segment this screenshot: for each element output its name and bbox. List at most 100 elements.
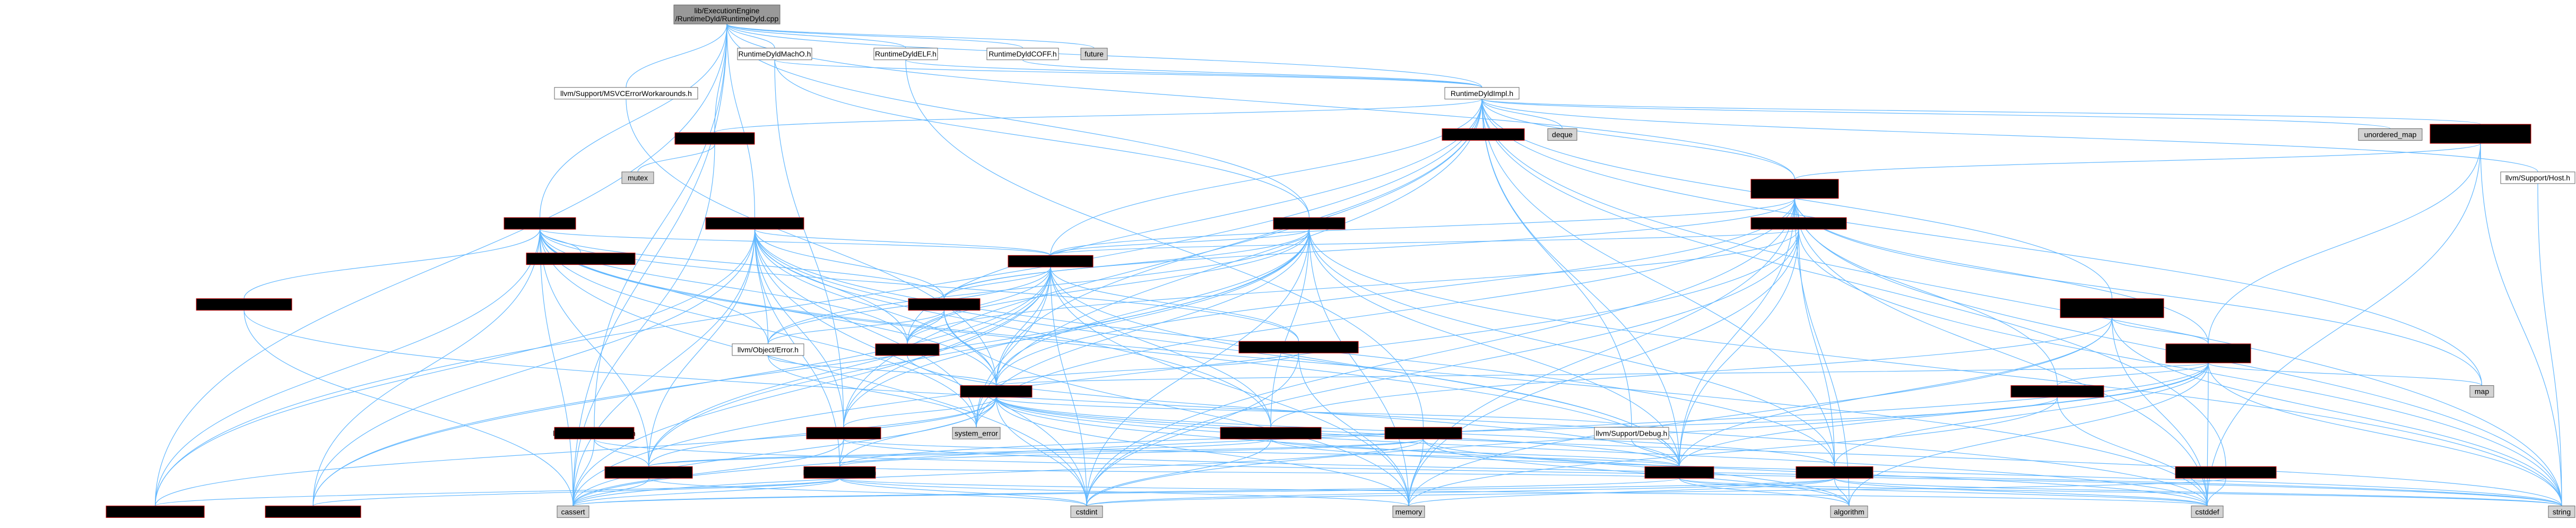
edge-objcoff-to-cstddef (539, 229, 2208, 506)
edge-stringref-to-string (1679, 478, 2562, 506)
node-map[interactable]: map (2469, 385, 2494, 398)
edge-dyldimpl-to-format (843, 99, 1482, 428)
node-triple[interactable]: llvm/ADT/Triple.h (875, 343, 940, 356)
node-densemap[interactable]: llvm/ADT/DenseMap.h (1384, 427, 1462, 439)
node-systemerror[interactable]: system_error (952, 427, 1001, 439)
edge-rtdyldmm-to-rtdyld (1794, 143, 2481, 180)
edge-alignment-to-string (594, 438, 2562, 506)
edge-dicontext-to-string (1798, 229, 2562, 506)
node-mutexstd[interactable]: mutex (621, 171, 654, 184)
node-cassert[interactable]: cassert (557, 505, 589, 518)
edge-error-to-errhandling (154, 397, 997, 506)
node-unorderedmap[interactable]: unordered_map (2358, 128, 2423, 141)
node-binary[interactable]: llvm/Object/Binary.h (908, 298, 981, 311)
node-label: llvm/Support/BinaryByteStream.h (1244, 343, 1353, 351)
node-stringmap[interactable]: llvm/ADT/StringMap.h (1442, 128, 1525, 141)
node-subtarget[interactable]: llvm/MC/SubtargetFeature.h (1220, 427, 1322, 439)
edge-jitsymbol-to-cstddef (2207, 362, 2209, 506)
node-stlextras[interactable]: llvm/ADT/STLExtras.h (803, 466, 877, 479)
node-errhandling[interactable]: llvm/Support/ErrorHandling.h (106, 505, 205, 518)
node-funcextras[interactable]: llvm/ADT/FunctionExtras.h (2010, 385, 2104, 398)
node-iterrange[interactable]: llvm/ADT/iterator_range.h (265, 505, 361, 518)
node-cvdebug[interactable]: llvm/Object/CVDebugRecord.h (526, 253, 636, 265)
edge-dyldmacho-to-dyldimpl (774, 59, 1482, 88)
node-objcoff[interactable]: llvm/Object/COFF.h (504, 217, 576, 230)
edge-jitsymbol-to-map (2208, 362, 2483, 386)
edge-rtdyld-to-map (1794, 198, 2483, 386)
edge-subtarget-to-cstdint (1086, 439, 1271, 506)
edge-dyldimpl-to-map (1481, 99, 2483, 386)
node-cstddef[interactable]: cstddef (2191, 505, 2224, 518)
edge-objfile-to-mathextras (648, 267, 1051, 467)
node-stringref[interactable]: llvm/ADT/StringRef.h (1644, 466, 1714, 479)
edge-jitsymbol-to-algorithm (1849, 362, 2209, 506)
edge-rtdyld-to-algorithm (1794, 198, 1850, 506)
edge-objelf-to-subtarget (754, 229, 1271, 428)
node-rtdyldmm[interactable]: llvm/ExecutionEngine/RTDyldMemoryManager… (2430, 124, 2531, 144)
node-deque[interactable]: deque (1547, 128, 1577, 141)
node-objmacho[interactable]: llvm/Object/MachO.h (1273, 217, 1346, 230)
node-swapbyte[interactable]: llvm/Support/SwapByteOrder.h (2175, 466, 2277, 479)
node-dyldmacho[interactable]: RuntimeDyldMachO.h (737, 48, 812, 60)
node-label: llvm/Support/MathExtras.h (605, 468, 692, 477)
node-jitsymbol[interactable]: llvm/ExecutionEngine/JITSymbol.h (2165, 343, 2251, 363)
node-objfile[interactable]: llvm/Object/ObjectFile.h (1008, 255, 1094, 267)
node-label: /JITSymbol.h (2187, 353, 2230, 361)
edge-dicontext-to-memory (1408, 229, 1799, 506)
node-label: llvm/Support/Format.h (807, 429, 880, 437)
node-label: llvm/Support/Error.h (964, 387, 1029, 396)
node-bincoff[interactable]: llvm/BinaryFormat/COFF.h (196, 298, 292, 311)
node-objerror[interactable]: llvm/Object/Error.h (732, 343, 804, 356)
edge-binary-to-triple (907, 310, 945, 344)
node-binstream[interactable]: llvm/Support/BinaryByteStream.h (1238, 341, 1359, 353)
node-dyldimpl[interactable]: RuntimeDyldImpl.h (1444, 87, 1520, 100)
node-string[interactable]: string (2548, 505, 2575, 518)
node-box (873, 48, 938, 60)
node-label: llvm/Support/Mutex.h (680, 134, 750, 143)
edge-format-to-stlextras (839, 439, 844, 467)
edge-root-to-future (726, 23, 1095, 49)
edge-funcextras-to-memory (1408, 397, 2058, 506)
node-debug[interactable]: llvm/Support/Debug.h (1594, 427, 1669, 439)
node-dyldcoff[interactable]: RuntimeDyldCOFF.h (986, 48, 1059, 60)
node-box (621, 171, 654, 184)
node-box (1238, 341, 1359, 353)
node-msvc[interactable]: llvm/Support/MSVCErrorWorkarounds.h (554, 87, 698, 100)
edge-dyldimpl-to-rtdyldmm (1481, 99, 2481, 125)
node-algorithm[interactable]: algorithm (1830, 505, 1868, 518)
edge-subtarget-to-string (1270, 439, 2562, 506)
edge-rtdyld-to-systemerror (976, 198, 1796, 428)
node-box (1220, 427, 1322, 439)
node-root[interactable]: lib/ExecutionEngine/RuntimeDyld/RuntimeD… (673, 4, 780, 24)
node-objelf[interactable]: llvm/Object/ELFObjectFile.h (705, 217, 804, 230)
node-alignment[interactable]: llvm/Support/Alignment.h (553, 427, 636, 439)
edge-dyldimpl-to-swapbyte (1481, 99, 2226, 467)
node-future[interactable]: future (1080, 48, 1108, 60)
node-dicontext[interactable]: llvm/DebugInfo/DIContext.h (1750, 217, 1847, 230)
node-rtdyld[interactable]: llvm/ExecutionEngine/RuntimeDyld.h (1750, 179, 1839, 199)
node-format[interactable]: llvm/Support/Format.h (806, 427, 881, 439)
node-box (2358, 128, 2423, 141)
node-smallvector[interactable]: llvm/ADT/SmallVector.h (1796, 466, 1874, 479)
node-label: llvm/MC/SubtargetFeature.h (1224, 429, 1317, 437)
node-box (1796, 466, 1874, 479)
node-dyldelf[interactable]: RuntimeDyldELF.h (873, 48, 938, 60)
node-mutex[interactable]: llvm/Support/Mutex.h (674, 132, 755, 145)
edge-dyldimpl-to-systemerror (976, 99, 1482, 428)
edge-swapbyte-to-cstdint (1086, 478, 2226, 506)
node-label: llvm/ADT/STLExtras.h (803, 468, 877, 477)
node-checker[interactable]: llvm/ExecutionEngine/RuntimeDyldChecker.… (2060, 298, 2164, 318)
node-box (803, 466, 876, 479)
node-host[interactable]: llvm/Support/Host.h (2500, 171, 2575, 184)
node-mathextras[interactable]: llvm/Support/MathExtras.h (604, 466, 693, 479)
edge-smallvector-to-string (1834, 478, 2562, 506)
node-memory[interactable]: memory (1392, 505, 1425, 518)
edge-swapbyte-to-cstddef (2207, 478, 2226, 506)
edge-rtdyld-to-objfile (1050, 198, 1796, 256)
edge-dyldimpl-to-mutex (714, 99, 1482, 133)
node-label: system_error (955, 429, 998, 437)
node-box (960, 385, 1033, 398)
node-box (526, 253, 636, 265)
node-error[interactable]: llvm/Support/Error.h (960, 385, 1033, 398)
node-cstdint[interactable]: cstdint (1070, 505, 1103, 518)
